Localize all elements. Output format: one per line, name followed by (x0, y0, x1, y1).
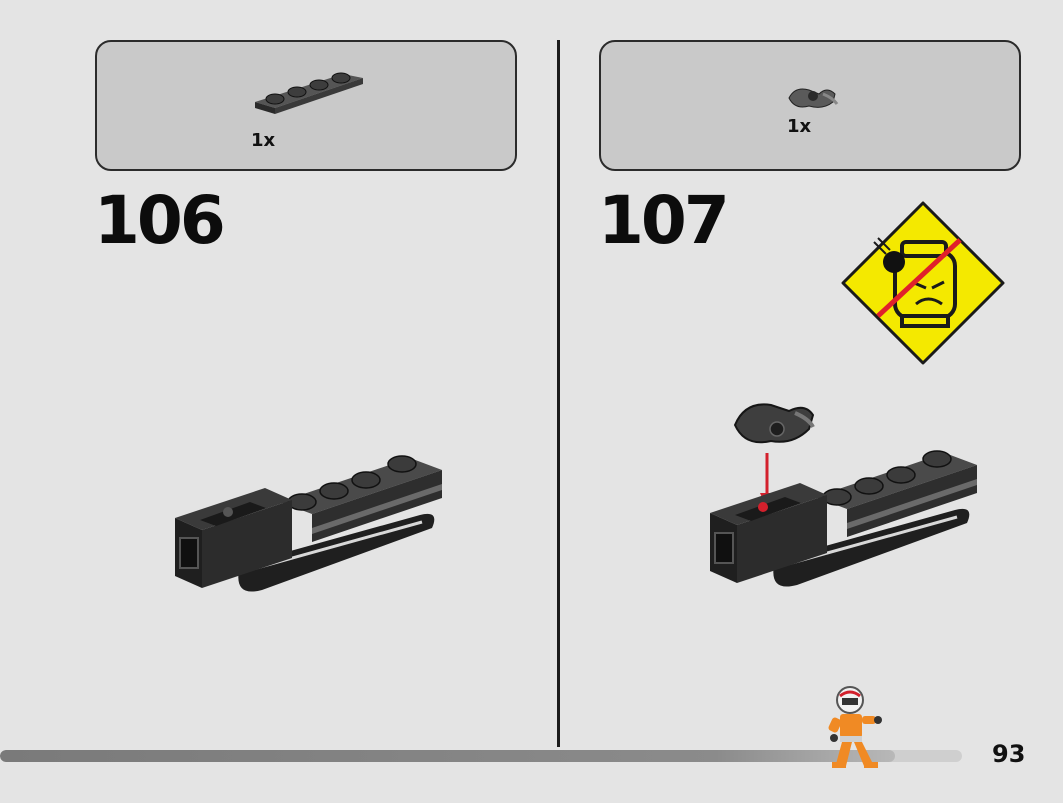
model-assembly-step-107 (710, 403, 977, 587)
part-quantity: 1x (787, 116, 812, 137)
parts-callout-step-107: 1x (599, 40, 1021, 171)
build-progress-bar (0, 750, 962, 762)
step-number: 106 (94, 182, 226, 259)
clip-part (733, 403, 815, 444)
model-assembly-step-106 (175, 455, 442, 592)
plate-1x4-icon (255, 72, 363, 114)
page-number: 93 (992, 740, 1026, 768)
step-number: 107 (598, 182, 730, 259)
build-progress-fill (0, 750, 895, 762)
clip-with-pin-icon (788, 88, 839, 108)
parts-callout-step-106: 1x (95, 40, 517, 171)
part-quantity: 1x (251, 130, 276, 151)
choking-hazard-warning-icon (841, 201, 1005, 365)
page-divider (557, 40, 560, 747)
minifigure-progress-marker-icon (828, 686, 882, 768)
